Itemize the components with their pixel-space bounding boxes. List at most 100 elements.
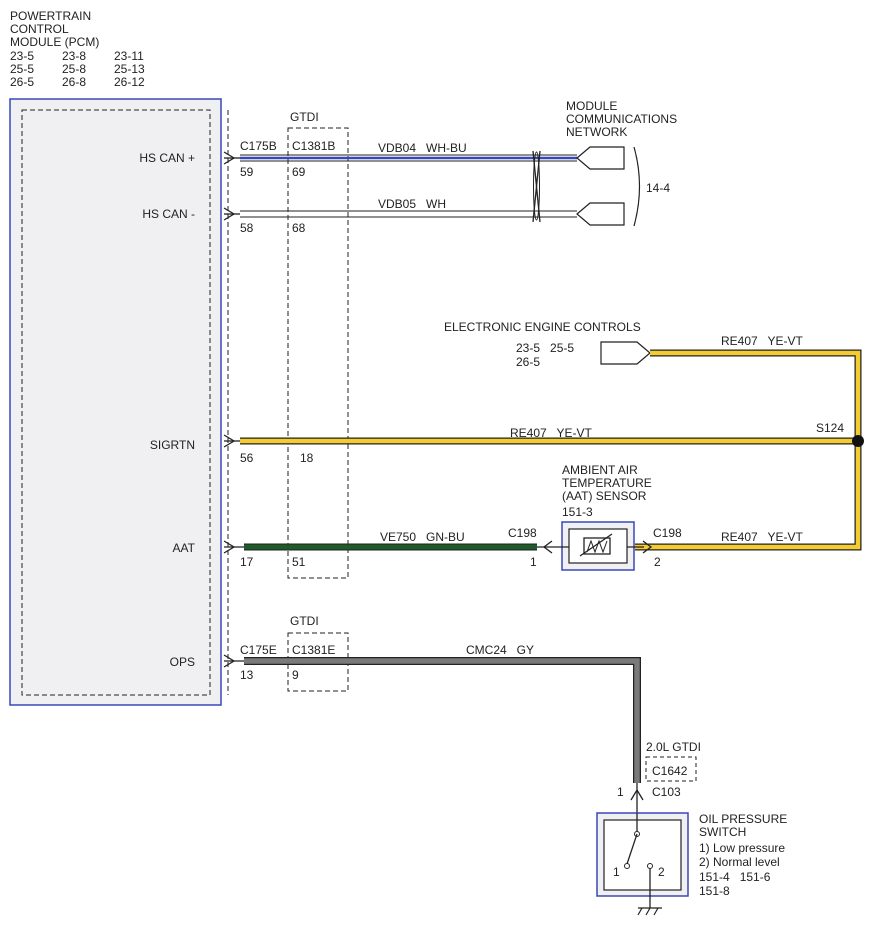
connector-c103: C103 [652,785,681,799]
pcm-title-line-1: POWERTRAIN [10,9,91,23]
ops-switch-title-line-1: OIL PRESSURE [699,812,787,826]
wire-label-ops: CMC24 GY [466,643,534,657]
twisted-pair-outline [533,151,540,221]
thermistor-icon [579,533,613,557]
wire-label-hs-can-plus: VDB04 WH-BU [378,141,467,155]
pin-label-hs-can-minus: HS CAN - [142,207,195,221]
pin-number: 17 [240,555,254,569]
pcm-module-box [9,98,222,706]
pcm-title-line-2: CONTROL [10,22,69,36]
eec-ref: 26-5 [516,355,540,369]
pin-number: 58 [240,221,254,235]
pin-label-sigrtn: SIGRTN [150,438,195,452]
pcm-ref: 23-5 [10,49,34,63]
switch-contact-1 [624,863,630,869]
connector-arrow [542,540,553,554]
connector-c1381b: C1381B [292,139,335,153]
connector-c175e: C175E [240,643,277,657]
ops-switch-ref: 151-8 [699,884,730,898]
mcn-title-line-1: MODULE [566,99,617,113]
ops-switch-ref: 151-4 151-6 [699,870,771,884]
gtdi-connector-box-top [287,127,349,579]
pin-number: 56 [240,451,254,465]
thermistor-slash [579,533,613,557]
wire-re407 [635,350,861,550]
aat-sensor-title-line-3: (AAT) SENSOR [562,489,647,503]
gtdi-label-top: GTDI [290,110,319,124]
splice-s124-dot [852,435,864,447]
mcn-connector-hs-can-minus [576,202,625,226]
thermistor-zigzag [586,539,608,554]
ops-switch-note: 2) Normal level [699,855,780,869]
eec-connector [600,341,651,365]
pcm-ref: 25-8 [62,62,86,76]
pcm-title-line-3: MODULE (PCM) [10,35,99,49]
ground-icon [637,907,662,916]
ground-hatch [645,907,651,916]
aat-sensor-title-line-2: TEMPERATURE [562,476,652,490]
connector-c198-right: C198 [653,526,682,540]
wire-label-aat: VE750 GN-BU [380,530,465,544]
eec-ref: 23-5 25-5 [516,341,574,355]
pin-label-aat: AAT [173,541,196,555]
mcn-brace [633,146,641,227]
pcm-ref: 26-12 [114,75,145,89]
connector-c1381e: C1381E [292,643,335,657]
pin-number: 1 [617,785,624,799]
pin-number: 68 [292,221,306,235]
ops-switch-pin-2: 2 [658,865,665,879]
eec-title: ELECTRONIC ENGINE CONTROLS [444,320,641,334]
ground-hatch [637,907,643,916]
wire-ops-outline [244,657,641,783]
connector-c198-left: C198 [508,526,537,540]
wire-hs-can-plus [240,154,577,162]
switch-contact-2 [647,863,653,869]
wire-hs-can-minus [240,210,577,218]
gtdi-20l-label: 2.0L GTDI [646,740,701,754]
pin-number: 9 [292,668,299,682]
wire-label-aat-right: RE407 YE-VT [721,530,803,544]
pressure-switch-icon [624,813,653,908]
pin-number: 2 [654,555,661,569]
pin-number: 13 [240,668,254,682]
pin-number: 59 [240,165,254,179]
wire-ops [244,658,640,783]
pcm-inner-boundary [21,109,211,696]
pin-number: 69 [292,165,306,179]
mcn-connector-hs-can-plus [576,146,625,170]
c1642-dashed-box [645,756,697,782]
pin-number: 51 [292,555,306,569]
ground-hatch [653,907,659,916]
pin-label-hs-can-plus: HS CAN + [139,151,195,165]
pcm-refs: 23-5 23-8 23-11 25-5 25-8 25-13 26-5 26-… [10,49,145,89]
wire-label-sigrtn: RE407 YE-VT [510,426,592,440]
connector-c1642: C1642 [652,764,688,778]
wire-label-eec: RE407 YE-VT [721,334,803,348]
wire-re407-outline [635,349,862,551]
connector-c175b: C175B [240,139,277,153]
twisted-pair-icon [532,150,541,223]
pcm-ref: 23-8 [62,49,86,63]
connector-arrow [642,540,653,554]
mcn-ref: 14-4 [646,181,670,195]
pcm-ref: 26-5 [10,75,34,89]
ops-switch-inner [603,819,682,891]
gtdi-label-bottom: GTDI [290,614,319,628]
mcn-title-line-2: COMMUNICATIONS [566,112,677,126]
aat-sensor-title-line-1: AMBIENT AIR [562,463,638,477]
pin-number: 18 [300,451,314,465]
pcm-ref: 25-5 [10,62,34,76]
switch-blade [626,833,638,865]
ops-switch-pin-1: 1 [613,865,620,879]
pcm-title: POWERTRAIN CONTROL MODULE (PCM) [10,9,99,49]
wire-label-hs-can-minus: VDB05 WH [378,197,446,211]
mcn-title-line-3: NETWORK [566,125,627,139]
pcm-ref: 23-11 [114,49,144,63]
splice-s124-label: S124 [816,421,844,435]
pin-label-ops: OPS [170,655,195,669]
aat-sensor-ref: 151-3 [562,505,593,519]
ops-switch-note: 1) Low pressure [699,841,785,855]
ops-switch-title-line-2: SWITCH [699,825,746,839]
pin-number: 1 [530,555,537,569]
